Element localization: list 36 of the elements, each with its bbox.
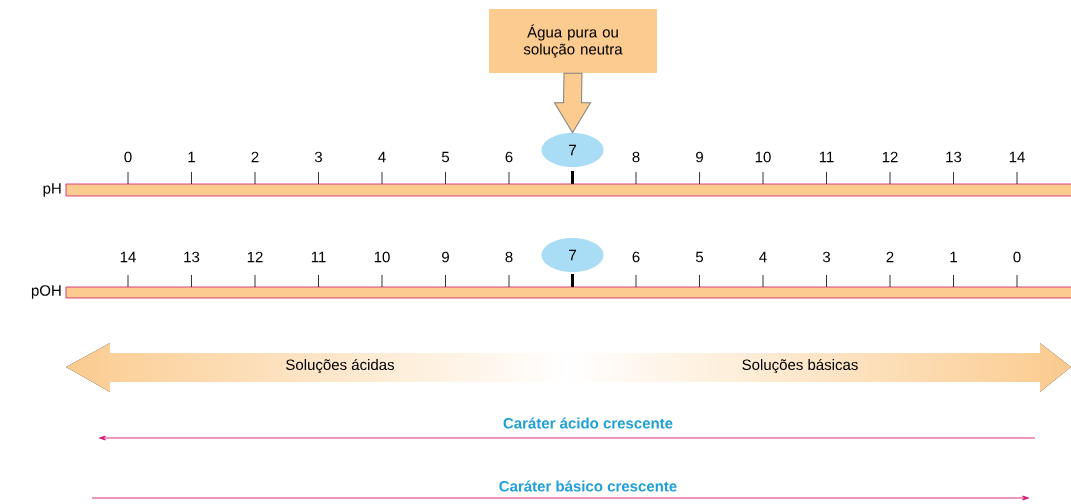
label-box: Água pura ou solução neutra [489, 9, 657, 73]
tick-label: 13 [946, 151, 962, 163]
tick-label: 5 [695, 251, 704, 263]
tick-label: 14 [120, 251, 136, 263]
tick-label: 2 [251, 151, 259, 163]
band-label: Soluções básicas [742, 358, 858, 374]
tick-label: 10 [755, 151, 771, 163]
tick-label: 13 [184, 251, 200, 263]
band-label: Soluções ácidas [286, 358, 395, 374]
tick-label: 10 [374, 251, 390, 263]
tick-label: 6 [505, 151, 513, 163]
tick-label: 0 [124, 151, 132, 163]
tick-label: 0 [1013, 251, 1021, 263]
tick-label: 4 [378, 151, 386, 163]
tick-label: 12 [247, 251, 263, 263]
tick-label: 12 [882, 151, 898, 163]
tick-label: 1 [188, 151, 195, 163]
tick-label: 8 [632, 151, 640, 163]
tick-label: 14 [1009, 151, 1025, 163]
tick-label: 9 [696, 151, 703, 163]
arrow-caption: Caráter básico crescente [499, 480, 677, 492]
tick-label: 9 [442, 251, 449, 263]
scale-name: pH [43, 183, 61, 197]
scale-name: pOH [31, 285, 61, 299]
tick-label: 4 [759, 251, 767, 263]
tick-label: 11 [819, 151, 834, 163]
tick-label: 3 [822, 251, 830, 263]
tick-label: 2 [886, 251, 894, 263]
tick-label: 5 [441, 151, 450, 163]
tick-label: 3 [314, 151, 322, 163]
tick-label: 6 [632, 251, 640, 263]
tick-label: 11 [311, 251, 326, 263]
tick-label: 1 [950, 251, 957, 263]
block-arrow [554, 72, 591, 134]
tick-label: 8 [505, 251, 513, 263]
arrow-caption: Caráter ácido crescente [503, 417, 673, 429]
